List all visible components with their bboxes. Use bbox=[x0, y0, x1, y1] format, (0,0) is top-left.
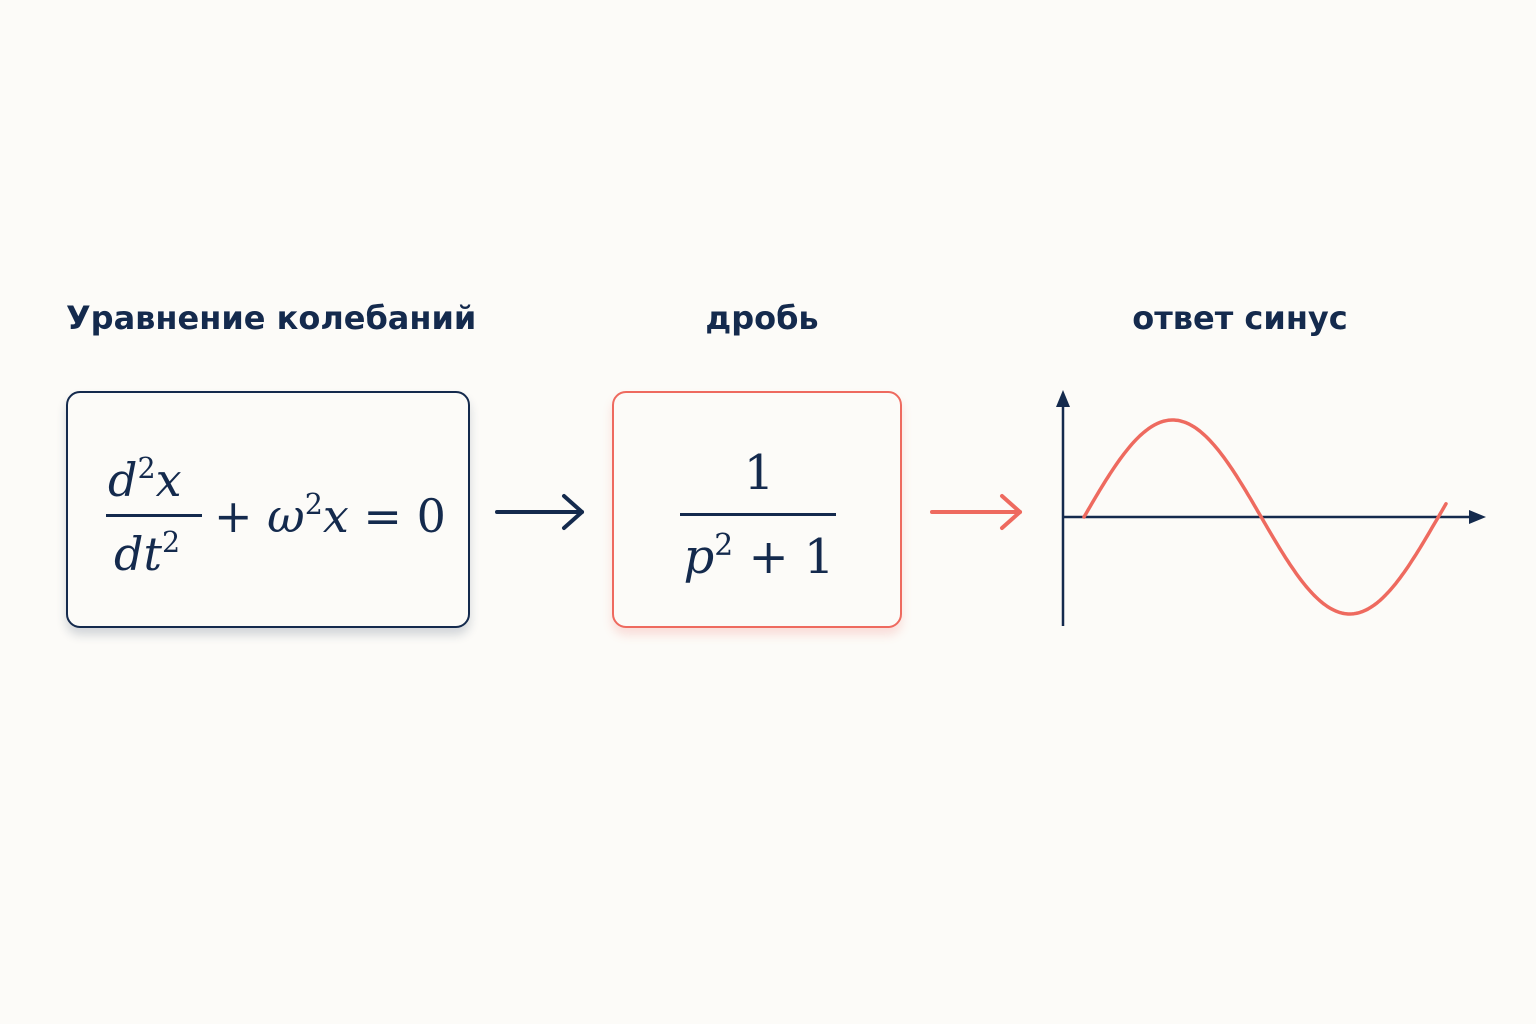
arrow-right-icon bbox=[495, 494, 584, 530]
equals-zero: = 0 bbox=[363, 489, 446, 543]
fraction-denominator: p2 + 1 bbox=[614, 530, 904, 581]
fraction-box: 1 p2 + 1 bbox=[612, 391, 902, 628]
equation-numerator: d2x bbox=[108, 455, 182, 503]
num-x: x bbox=[155, 453, 182, 507]
equation-rest: + ω2x = 0 bbox=[214, 491, 446, 539]
den-power: 2 bbox=[161, 526, 181, 560]
arrow-right-icon bbox=[930, 494, 1022, 530]
plus-sign: + bbox=[214, 489, 253, 543]
x-axis-arrowhead bbox=[1469, 510, 1486, 524]
equation-label: Уравнение колебаний bbox=[66, 299, 477, 337]
omega-power: 2 bbox=[304, 488, 323, 522]
rest-x: x bbox=[322, 489, 349, 543]
omega-symbol: ω bbox=[267, 489, 305, 543]
den-dt: dt bbox=[114, 527, 162, 581]
equation-fraction-bar bbox=[106, 514, 202, 517]
sine-wave-curve bbox=[1082, 418, 1448, 616]
graph-axes bbox=[1061, 396, 1480, 626]
den-p: p bbox=[683, 529, 715, 585]
equation-denominator: dt2 bbox=[114, 529, 180, 577]
fraction-numerator: 1 bbox=[743, 445, 775, 501]
num-d: d bbox=[108, 453, 138, 507]
fraction-bar bbox=[680, 513, 836, 516]
den-p-power: 2 bbox=[714, 527, 734, 563]
fraction-label: дробь bbox=[705, 299, 819, 337]
y-axis-arrowhead bbox=[1056, 390, 1070, 407]
equation-box: d2x dt2 + ω2x = 0 bbox=[66, 391, 470, 628]
num-power: 2 bbox=[137, 452, 156, 486]
answer-label: ответ синус bbox=[1132, 299, 1348, 337]
den-plus-one: + 1 bbox=[748, 529, 835, 585]
